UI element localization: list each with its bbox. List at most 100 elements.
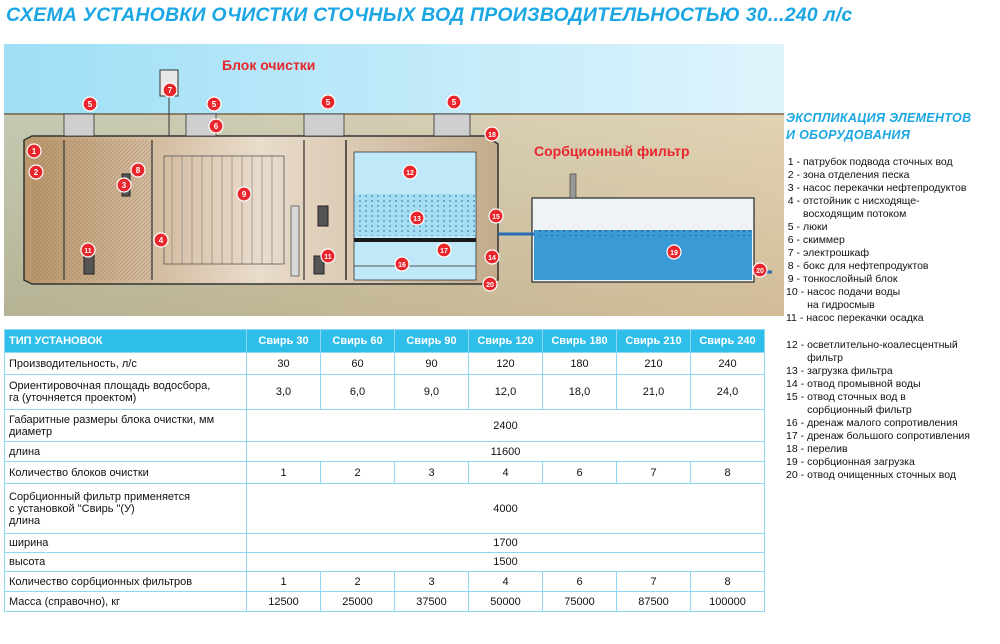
table-row-label: Производительность, л/с xyxy=(4,352,247,375)
svg-text:20: 20 xyxy=(486,282,494,289)
legend-num: 4 - xyxy=(787,195,800,207)
table-cell: 37500 xyxy=(394,591,469,612)
svg-text:20: 20 xyxy=(756,268,764,275)
table-header-cell: Свирь 210 xyxy=(616,329,691,353)
svg-text:12: 12 xyxy=(406,170,414,177)
legend-text: патрубок подвода сточных вод xyxy=(803,156,953,168)
legend-num: 19 - xyxy=(786,456,805,468)
table-cell: 120 xyxy=(468,352,543,375)
legend-num: 18 - xyxy=(786,443,805,455)
legend-text: дренаж малого сопротивления xyxy=(807,417,958,429)
table-cell: 12,0 xyxy=(468,374,543,410)
table-cell: 24,0 xyxy=(690,374,765,410)
legend-item-9: 9 -тонкослойный блок xyxy=(786,273,996,286)
legend-num: 12 - xyxy=(786,339,805,351)
svg-text:11: 11 xyxy=(84,248,92,255)
legend-item-18: 18 -перелив xyxy=(786,443,996,456)
legend-num: 14 - xyxy=(786,378,805,390)
svg-text:5: 5 xyxy=(326,98,331,107)
table-cell: 4000 xyxy=(246,483,765,534)
table-cell: 6,0 xyxy=(320,374,395,410)
sorption-filter xyxy=(498,173,772,283)
table-cell: 25000 xyxy=(320,591,395,612)
legend-text: перелив xyxy=(807,443,848,455)
marker-5a: 5 xyxy=(82,96,98,112)
table-row-label: Сорбционный фильтр применяется с установ… xyxy=(4,483,247,534)
legend-text: насос подачи воды на гидросмыв xyxy=(807,286,901,311)
marker-1: 1 xyxy=(26,143,42,159)
table-cell: 1 xyxy=(246,571,321,592)
svg-text:6: 6 xyxy=(214,122,219,131)
marker-12: 12 xyxy=(402,164,418,180)
table-cell: 1700 xyxy=(246,533,765,553)
table-row-label: Количество сорбционных фильтров xyxy=(4,571,247,592)
table-header-cell: Свирь 90 xyxy=(394,329,469,353)
legend-text: бокс для нефтепродуктов xyxy=(803,260,929,272)
marker-20b: 20 xyxy=(752,262,768,278)
table-row-label: высота xyxy=(4,552,247,572)
legend-num: 1 - xyxy=(787,156,800,168)
legend-item-7: 7 -электрошкаф xyxy=(786,247,996,260)
legend-text: сорбционная загрузка xyxy=(807,456,915,468)
table-cell: 7 xyxy=(616,571,691,592)
legend-item-6: 6 -скиммер xyxy=(786,234,996,247)
table-cell: 6 xyxy=(542,571,617,592)
svg-text:7: 7 xyxy=(168,86,173,95)
table-cell: 3,0 xyxy=(246,374,321,410)
legend-num: 15 - xyxy=(786,391,805,403)
spec-table: ТИП УСТАНОВОК Свирь 30 Свирь 60 Свирь 90… xyxy=(4,329,765,612)
table-header-row: ТИП УСТАНОВОК Свирь 30 Свирь 60 Свирь 90… xyxy=(4,329,765,353)
label-purification-block: Блок очистки xyxy=(222,57,315,73)
table-header-cell: ТИП УСТАНОВОК xyxy=(4,329,247,353)
legend-title-line2: И ОБОРУДОВАНИЯ xyxy=(786,128,911,142)
legend-num: 6 - xyxy=(787,234,800,246)
table-cell: 1500 xyxy=(246,552,765,572)
table-row: Количество блоков очистки 1 2 3 4 6 7 8 xyxy=(4,461,765,484)
legend-text: люки xyxy=(803,221,828,233)
table-cell: 100000 xyxy=(690,591,765,612)
marker-20a: 20 xyxy=(482,276,498,292)
svg-text:9: 9 xyxy=(242,190,247,199)
table-row: Количество сорбционных фильтров 1 2 3 4 … xyxy=(4,571,765,592)
table-cell: 6 xyxy=(542,461,617,484)
legend-item-14: 14 -отвод промывной воды xyxy=(786,378,996,391)
legend-text: осветлительно-коалесцентный фильтр xyxy=(807,339,958,364)
legend-num: 16 - xyxy=(786,417,805,429)
legend-item-15: 15 -отвод сточных вод в сорбционный филь… xyxy=(786,391,996,417)
legend-num: 10 - xyxy=(786,286,805,298)
legend-item-3: 3 -насос перекачки нефтепродуктов xyxy=(786,182,996,195)
marker-8: 8 xyxy=(130,162,146,178)
legend-text: электрошкаф xyxy=(803,247,870,259)
svg-text:5: 5 xyxy=(452,98,457,107)
table-row: высота 1500 xyxy=(4,552,765,572)
legend-item-8: 8 -бокс для нефтепродуктов xyxy=(786,260,996,273)
marker-11b: 11 xyxy=(320,248,336,264)
table-cell: 87500 xyxy=(616,591,691,612)
marker-16: 16 xyxy=(394,256,410,272)
table-cell: 240 xyxy=(690,352,765,375)
table-header-cell: Свирь 60 xyxy=(320,329,395,353)
legend-text: отстойник с нисходяще- восходящим потоко… xyxy=(803,195,920,220)
table-row: длина 11600 xyxy=(4,441,765,462)
legend: ЭКСПЛИКАЦИЯ ЭЛЕМЕНТОВ И ОБОРУДОВАНИЯ 1 -… xyxy=(786,110,996,482)
table-cell: 12500 xyxy=(246,591,321,612)
table-cell: 180 xyxy=(542,352,617,375)
legend-item-11: 11 -насос перекачки осадка xyxy=(786,312,996,325)
marker-14: 14 xyxy=(484,249,500,265)
table-row-label: ширина xyxy=(4,533,247,553)
legend-text: насос перекачки осадка xyxy=(806,312,924,324)
table-header-cell: Свирь 180 xyxy=(542,329,617,353)
legend-item-10: 10 -насос подачи воды на гидросмыв xyxy=(786,286,996,312)
table-row-label: Габаритные размеры блока очистки, мм диа… xyxy=(4,409,247,442)
legend-num: 3 - xyxy=(787,182,800,194)
table-row-label: Масса (справочно), кг xyxy=(4,591,247,612)
marker-15: 15 xyxy=(488,208,504,224)
marker-7: 7 xyxy=(162,82,178,98)
marker-3: 3 xyxy=(116,177,132,193)
marker-5c: 5 xyxy=(320,94,336,110)
table-cell: 9,0 xyxy=(394,374,469,410)
marker-19: 19 xyxy=(666,244,682,260)
table-cell: 60 xyxy=(320,352,395,375)
installation-diagram: Блок очистки Сорбционный фильтр 1 2 3 4 … xyxy=(4,44,784,316)
legend-title: ЭКСПЛИКАЦИЯ ЭЛЕМЕНТОВ И ОБОРУДОВАНИЯ xyxy=(786,110,996,144)
